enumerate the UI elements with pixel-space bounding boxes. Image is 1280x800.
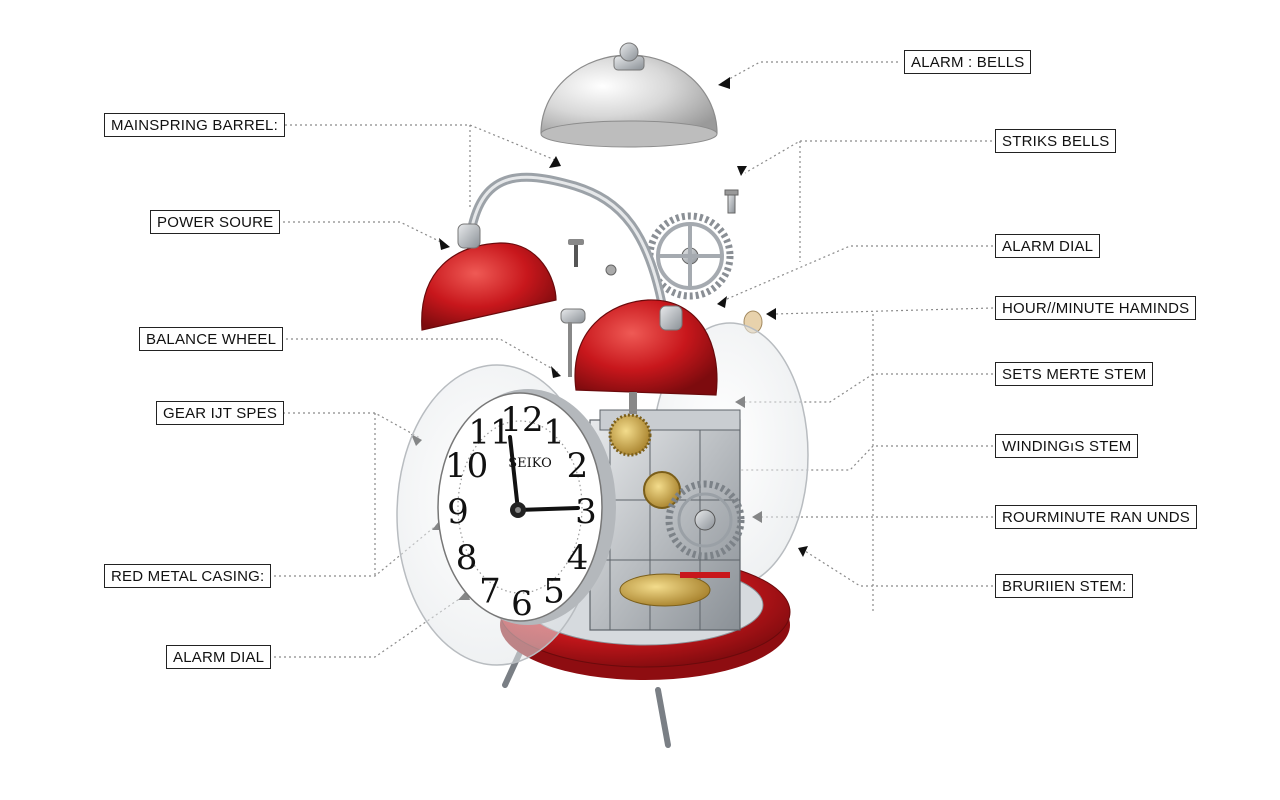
dial-numeral: 8 [456, 538, 478, 578]
label-gear-set: GEAR IJT SPES [156, 401, 284, 425]
minute-hand [518, 508, 578, 510]
label-striks-bells: STRIKS BELLS [995, 129, 1116, 153]
dial-numeral: 11 [468, 412, 511, 452]
gear-wheel-top [650, 216, 730, 296]
label-sets-merte-stem: SETS MERTE STEM [995, 362, 1153, 386]
label-power-source: POWER SOURE [150, 210, 280, 234]
silver-bell-dome [541, 43, 717, 147]
dial-numeral: 5 [543, 572, 565, 612]
clock-dial: SEIKO 121234567891011 [438, 389, 616, 625]
label-red-metal-casing: RED METAL CASING: [104, 564, 271, 588]
label-hour-minute-hands: HOUR//MINUTE HAMINDS [995, 296, 1196, 320]
dial-numeral: 7 [479, 572, 501, 612]
dial-numeral: 3 [575, 492, 597, 532]
label-winding-stem: WINDINGıS STEM [995, 434, 1138, 458]
label-alarm-bells: ALARM : BELLS [904, 50, 1031, 74]
label-mainspring-barrel: MAINSPRING BARREL: [104, 113, 285, 137]
dial-numeral: 4 [567, 538, 589, 578]
label-bruriien-stem: BRURIIEN STEM: [995, 574, 1133, 598]
left-red-bell [422, 224, 556, 330]
label-rourminute-ran-unds: ROURMINUTE RAN UNDS [995, 505, 1197, 529]
dial-numeral: 1 [543, 412, 565, 452]
label-balance-wheel: BALANCE WHEEL [139, 327, 283, 351]
label-alarm-dial-left: ALARM DIAL [166, 645, 271, 669]
dial-numeral: 2 [567, 446, 589, 486]
label-alarm-dial-right: ALARM DIAL [995, 234, 1100, 258]
dial-numeral: 9 [447, 492, 469, 532]
dial-numeral: 6 [511, 584, 533, 624]
